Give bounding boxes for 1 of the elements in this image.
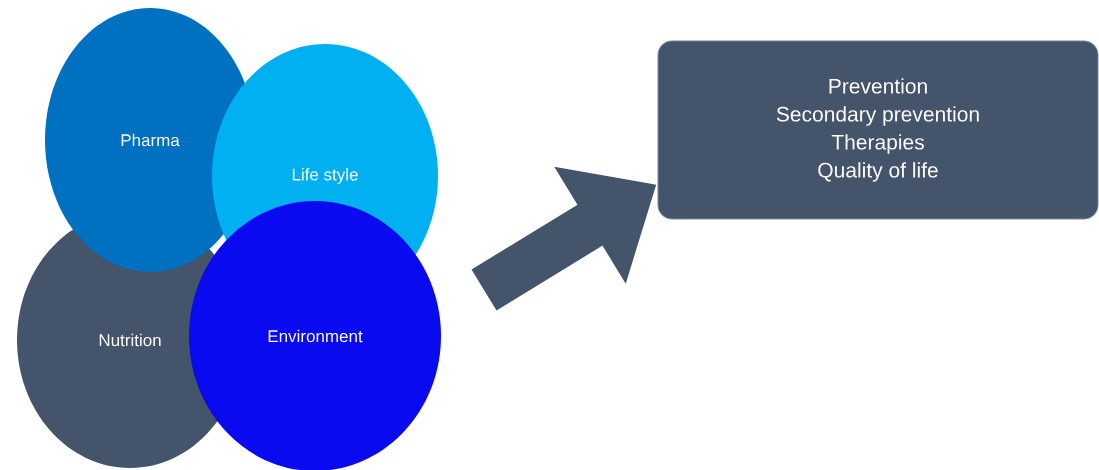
outcome-box: Prevention Secondary prevention Therapies Quality of life [657,40,1099,220]
